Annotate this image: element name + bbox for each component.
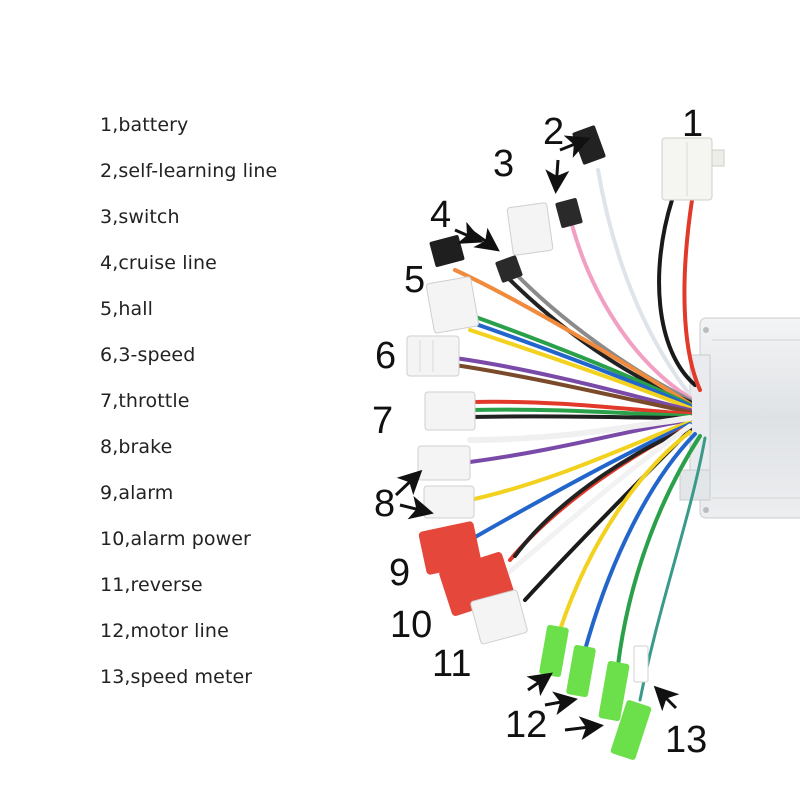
legend-item-brake: 8,brake [100,436,173,458]
legend-item-3-speed: 6,3-speed [100,344,196,366]
legend-item-alarm-power: 10,alarm power [100,528,251,550]
callout-9: 9 [389,552,410,594]
callout-8: 8 [374,483,395,525]
wire-3speed-purple [453,356,692,412]
legend-item-hall: 5,hall [100,298,153,320]
connectors [406,125,725,760]
wire-throttle-green [468,407,692,418]
connector-cruise [429,235,523,283]
legend-item-throttle: 7,throttle [100,390,190,412]
wire-hall-orange [453,268,692,406]
callout-5: 5 [404,259,425,301]
connector-hall [425,276,480,334]
callout-1: 1 [682,103,703,145]
wire-motor-green [616,434,702,667]
connector-battery [661,137,725,201]
callout-7: 7 [372,400,393,442]
callout-4: 4 [430,194,451,236]
wire-battery-black [657,198,697,387]
connector-motor-terminals [539,624,652,760]
wire-throttle-red [468,399,692,416]
legend-item-self-learning-line: 2,self-learning line [100,160,278,182]
wire-motor-yellow [558,430,692,632]
legend-item-switch: 3,switch [100,206,180,228]
callout-numbers: 1 2 3 4 5 6 7 8 9 10 11 12 13 [372,103,707,761]
wire-harness [453,168,707,702]
wire-switch-pink [570,223,692,400]
wire-self-learning [596,168,692,397]
callout-11: 11 [432,643,471,685]
wire-hall-green [468,313,692,407]
legend-item-alarm: 9,alarm [100,482,174,504]
callout-10: 10 [390,604,432,646]
wire-throttle-black [468,414,692,420]
wire-brake-2 [468,420,692,502]
connector-brake [417,445,475,519]
legend-item-battery: 1,battery [100,114,189,136]
callout-6: 6 [375,335,396,377]
legend-item-cruise-line: 4,cruise line [100,252,217,274]
wire-3speed-brown [453,363,692,414]
connector-3-speed [406,335,460,377]
controller-housing [679,317,800,519]
callout-12: 12 [505,704,547,746]
connector-switch [506,198,583,256]
wire-alarm-power-black [513,426,692,558]
callout-3: 3 [493,143,514,185]
wire-speed-meter [638,436,707,702]
connector-speed-meter [633,645,649,683]
wire-hall-yellow [468,328,692,410]
legend-item-speed-meter: 13,speed meter [100,666,253,688]
legend-item-motor-line: 12,motor line [100,620,229,642]
wire-motor-blue [583,432,697,652]
wire-alarm-blue [468,422,692,542]
connector-throttle [424,391,476,431]
connector-reverse [470,589,528,645]
connector-alarm [418,521,482,575]
callout-2: 2 [543,111,564,153]
connector-self-learning [572,125,606,165]
wire-battery-red [682,198,702,392]
pointer-arrows [394,135,680,741]
component-legend: 1,battery 2,self-learning line 3,switch … [100,110,277,708]
wire-hall-blue [468,320,692,408]
legend-item-reverse: 11,reverse [100,574,203,596]
callout-13: 13 [665,719,707,761]
